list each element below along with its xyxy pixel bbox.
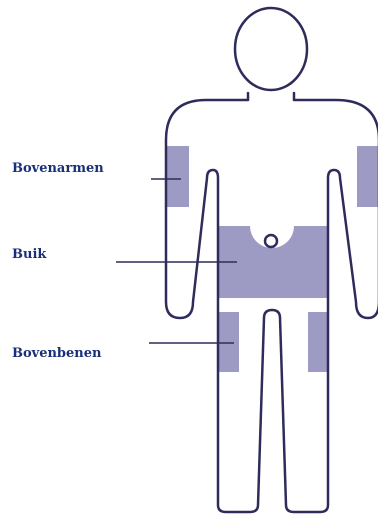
label-buik: Buik — [12, 247, 46, 263]
zone-upper-arm-left — [166, 146, 189, 207]
navel — [265, 235, 277, 247]
head — [235, 8, 307, 90]
zone-upper-arm-right — [357, 146, 378, 207]
zone-thigh-left — [218, 312, 239, 372]
zone-thigh-right — [308, 312, 329, 372]
label-bovenarmen: Bovenarmen — [12, 161, 104, 177]
label-bovenbenen: Bovenbenen — [12, 346, 101, 362]
body-silhouette — [166, 93, 378, 512]
